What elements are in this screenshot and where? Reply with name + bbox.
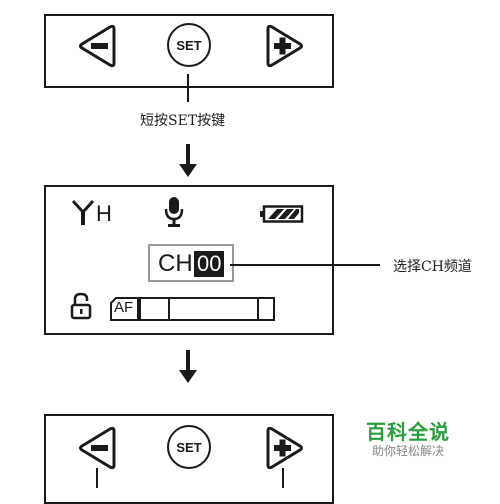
set-leader-line [187,74,189,102]
af-meter-tag: AF [110,297,140,321]
channel-highlight-box: CH 00 [148,244,234,282]
channel-callout-line [230,264,380,266]
af-meter-bar [139,297,275,321]
battery-icon [260,205,304,223]
af-meter-divider-2 [257,299,259,319]
step1-caption: 短按SET按键 [140,113,226,129]
top-control-panel: SET [44,14,334,88]
antenna-icon [72,199,94,225]
set-button-label: SET [176,439,202,455]
watermark-title: 百科全说 [366,420,450,444]
minus-button[interactable] [76,23,120,69]
plus-button-icon [266,426,303,470]
minus-leader-line [96,468,98,488]
channel-prefix: CH [158,250,193,277]
down-arrow-icon [178,350,198,384]
minus-button-icon [79,24,116,68]
channel-value: 00 [194,251,225,277]
unlock-icon [70,292,92,320]
minus-button[interactable] [76,425,120,471]
watermark-subtitle: 助你轻松解决 [372,444,445,458]
set-button[interactable]: SET [167,23,211,67]
af-label: AF [114,299,134,316]
down-arrow-icon [178,144,198,178]
minus-button-icon [79,426,116,470]
set-button-label: SET [176,37,202,53]
microphone-icon [164,197,184,227]
plus-button[interactable] [262,23,306,69]
af-meter-divider-1 [168,299,170,319]
bottom-control-panel: SET [44,414,334,504]
signal-label: H [96,201,112,226]
plus-leader-line [282,468,284,488]
lcd-display-panel: H CH 00 AF [44,185,334,335]
set-button[interactable]: SET [167,425,211,469]
plus-button[interactable] [262,425,306,471]
channel-callout-label: 选择CH频道 [393,259,472,275]
plus-button-icon [266,24,303,68]
